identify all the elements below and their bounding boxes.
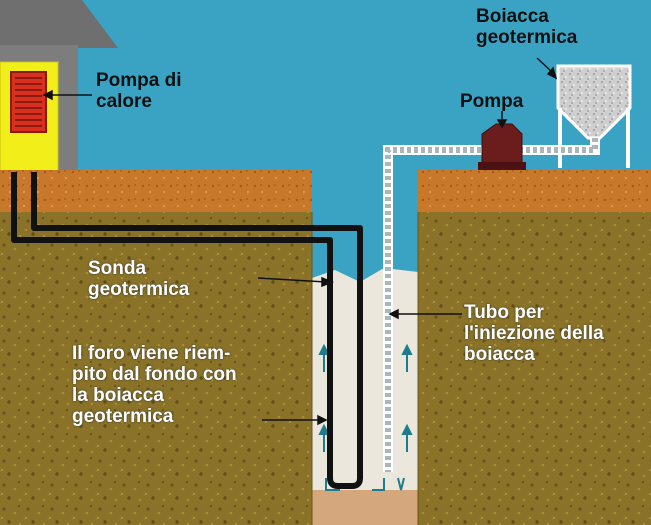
borehole-fill-label: Il foro viene riem- pito dal fondo con l… [72,343,237,427]
injection-tube-label-line1: Tubo per [464,302,544,323]
house-roof [0,0,118,48]
soil-left [0,212,312,525]
soil-right [418,212,651,525]
silo-legs [558,108,630,168]
heat-pump-label-line1: Pompa di [96,70,182,91]
geothermal-probe [11,172,363,489]
flow-arrows [318,343,413,452]
topsoil-right [418,170,651,212]
probe-label-line2: geotermica [88,279,190,300]
injection-tube-label: Tubo per l'iniezione della boiacca [464,302,604,365]
borehole-fill-label-line2: pito dal fondo con [72,364,237,385]
borehole-fill-label-line1: Il foro viene riem- [72,343,231,364]
pump-label: Pompa [460,91,523,112]
leader-lines [42,57,558,426]
pump [481,123,523,169]
borehole-bottom [312,490,418,525]
probe-label-line1: Sonda [88,258,147,279]
probe-label: Sonda geotermica [88,258,189,300]
bottom-flow-right [372,478,385,491]
bottom-flow-center [397,477,405,491]
heat-pump-label-line2: calore [96,91,152,112]
heat-pump-grille [15,77,42,127]
injection-tube-label-line2: l'iniezione della [464,323,604,344]
grout-label: Boiacca geotermica [476,6,577,48]
pump-base [478,162,526,170]
bottom-flow-left [325,478,340,491]
topsoil-left [0,170,312,212]
injection-tube-label-line3: boiacca [464,344,535,365]
borehole-fill-label-line4: geotermica [72,406,174,427]
heat-pump-label: Pompa di calore [96,70,182,112]
grout-label-line2: geotermica [476,27,578,48]
pump-label-text: Pompa [460,91,524,112]
borehole-fill-label-line3: la boiacca [72,385,164,406]
grout-label-line1: Boiacca [476,6,549,27]
